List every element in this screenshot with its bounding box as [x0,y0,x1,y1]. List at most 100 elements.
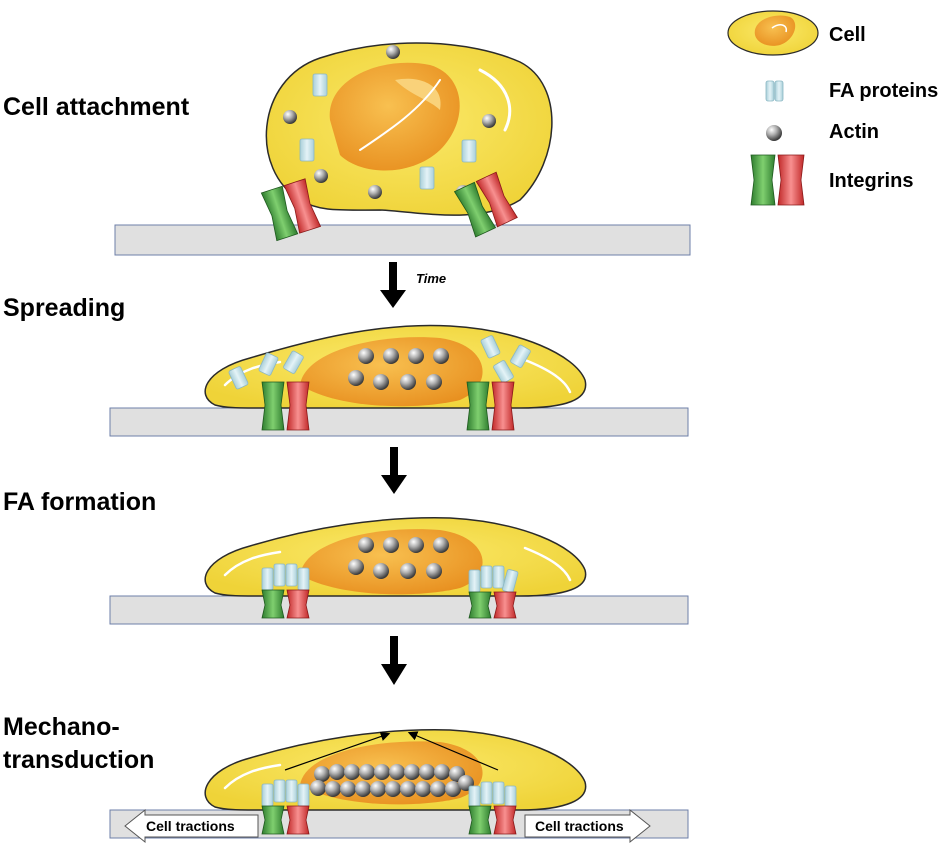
actin-particle [283,110,297,124]
actin-particle [310,780,326,796]
fa-protein [312,73,328,97]
legend-label-fa-proteins: FA proteins [829,80,939,102]
fa-protein [297,567,310,591]
actin-particle [358,348,374,364]
fa-protein [480,565,493,589]
actin-particle [389,764,405,780]
fa-protein [273,779,286,803]
fa-protein [468,785,481,809]
legend-label-integrins: Integrins [829,170,914,192]
actin-group-2 [348,348,449,390]
stage-spreading [109,324,689,437]
actin-bundle-4 [310,764,474,797]
substrate-1 [114,224,691,256]
membrane-highlight-2b [523,358,572,394]
fa-protein [492,565,505,589]
actin-particle [373,374,389,390]
time-label: Time [416,271,447,286]
legend-label-cell: Cell [829,24,866,46]
actin-particle [348,370,364,386]
traction-arrow-right [524,808,651,844]
integrin-1a [260,178,322,242]
actin-particle [445,781,461,797]
fa-protein [480,335,501,359]
actin-particle [426,563,442,579]
actin-particle [404,764,420,780]
integrin-1b [453,171,518,238]
actin-particle [430,781,446,797]
legend-label-actin: Actin [829,121,879,143]
fa-protein [261,783,274,807]
arrow-2 [381,447,407,494]
actin-particle [400,781,416,797]
fa-protein [283,350,304,374]
actin-particle [415,781,431,797]
actin-particle [433,348,449,364]
fa-protein [228,366,249,390]
integrin-2b [466,381,515,431]
fa-protein [261,567,274,591]
actin-particle [325,781,341,797]
fa-protein [419,166,435,190]
stage-mechanotransduction [109,729,689,844]
stage-label-spreading: Spreading [3,294,126,322]
actin-particle [355,781,371,797]
actin-particle [400,374,416,390]
tension-line [284,731,391,771]
substrate-3 [109,595,689,625]
membrane-highlight-1b [359,79,441,151]
stage-label-attachment: Cell attachment [3,93,190,121]
fa-proteins-1 [299,73,477,190]
actin-particle [383,537,399,553]
actin-particle [314,169,328,183]
integrin-4a [261,805,310,835]
actin-group-3 [348,537,449,579]
actin-particle [383,348,399,364]
actin-particle [340,781,356,797]
nucleus-highlight-1 [395,78,441,110]
integrin-3a [261,589,310,619]
stage-label-fa-formation: FA formation [3,488,157,516]
actin-particle [373,563,389,579]
integrin-2a [261,381,310,431]
actin-particle [370,781,386,797]
actin-particle [426,374,442,390]
fa-cluster-3a [261,563,310,591]
membrane-highlight-4 [223,763,282,790]
actin-particle [374,764,390,780]
actin-particle [386,45,400,59]
membrane-highlight-3 [223,550,282,577]
traction-label-left: Cell tractions [146,818,235,834]
fa-protein [299,138,315,162]
fa-cluster-3b [468,565,519,594]
actin-particle [434,764,450,780]
legend-actin-icon [766,125,782,141]
legend-integrin-icon [750,154,805,206]
actin-particle [329,764,345,780]
integrin-3b [468,591,517,619]
stage-label-mechano: Mechano- [3,713,120,741]
fa-protein [480,781,493,805]
legend-cell-icon [727,10,819,56]
traction-arrow-left [124,808,259,844]
actin-particle [358,537,374,553]
fa-protein [285,563,298,587]
fa-protein [492,781,505,805]
fa-protein [285,779,298,803]
arrow-3 [381,636,407,685]
actin-particle [408,348,424,364]
fa-proteins-2 [228,335,531,390]
tension-line [407,731,499,771]
actin-particle [433,537,449,553]
fa-protein [297,783,310,807]
traction-label-right: Cell tractions [535,818,624,834]
fa-cluster-4b [468,781,517,809]
integrin-4b [468,805,517,835]
actin-particle [419,764,435,780]
fa-protein [493,360,514,384]
actin-particle [385,781,401,797]
arrow-1 [380,262,406,308]
fa-protein [273,563,286,587]
